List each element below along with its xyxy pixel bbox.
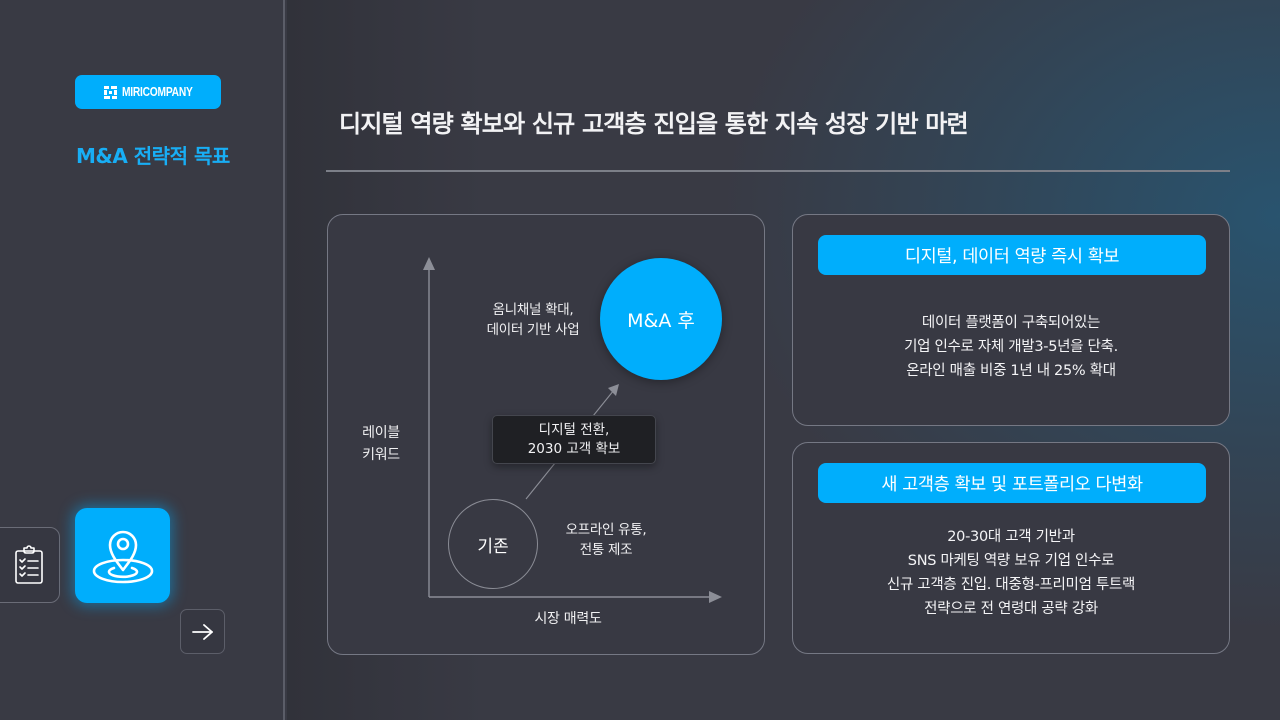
existing-bubble: 기존	[448, 499, 538, 589]
new-customer-card: 새 고객층 확보 및 포트폴리오 다변화 20-30대 고객 기반과 SNS 마…	[792, 442, 1230, 654]
next-slide-button[interactable]	[180, 609, 225, 654]
current-slide-button[interactable]	[75, 508, 170, 603]
card-body-line: 데이터 플랫폼이 구축되어있는	[921, 315, 1101, 331]
digital-capability-card: 디지털, 데이터 역량 즉시 확보 데이터 플랫폼이 구축되어있는 기업 인수로…	[792, 214, 1230, 426]
clipboard-checklist-icon	[15, 545, 43, 584]
arrow-right-icon	[191, 623, 213, 640]
y-axis-label-line: 레이블	[362, 425, 400, 441]
logo-text: MIRICOMPANY	[121, 85, 193, 99]
x-axis-label: 시장 매력도	[534, 611, 602, 627]
card-body: 데이터 플랫폼이 구축되어있는 기업 인수로 자체 개발3-5년을 단축. 온라…	[793, 311, 1229, 383]
positioning-chart-card: 레이블 키워드 시장 매력도 옴니채널 확대, 데이터 기반 사업 M&A 후 …	[327, 214, 765, 655]
after-ma-bubble: M&A 후	[600, 258, 722, 380]
card-body-line: 전략으로 전 연령대 공략 강화	[924, 601, 1098, 617]
after-description: 옴니채널 확대, 데이터 기반 사업	[468, 300, 598, 340]
card-body-line: 20-30대 고객 기반과	[947, 529, 1075, 545]
transition-line: 2030 고객 확보	[527, 440, 621, 457]
y-axis-label-line: 키워드	[362, 447, 400, 463]
page-title: 디지털 역량 확보와 신규 고객층 진입을 통한 지속 성장 기반 마련	[339, 110, 969, 138]
location-pin-icon	[92, 530, 153, 583]
card-body-line: SNS 마케팅 역량 보유 기업 인수로	[907, 553, 1115, 569]
card-body-line: 신규 고객층 진입. 대중형-프리미엄 투트랙	[886, 577, 1136, 593]
card-title: 새 고객층 확보 및 포트폴리오 다변화	[818, 463, 1206, 503]
before-description-line: 전통 제조	[579, 542, 633, 558]
card-title: 디지털, 데이터 역량 즉시 확보	[818, 235, 1206, 275]
company-logo: MIRICOMPANY	[75, 75, 221, 109]
sidebar: MIRICOMPANY M&A 전략적 목표	[0, 0, 285, 720]
transition-label: 디지털 전환, 2030 고객 확보	[492, 415, 656, 464]
card-body-line: 온라인 매출 비중 1년 내 25% 확대	[906, 363, 1116, 379]
after-description-line: 옴니채널 확대,	[492, 302, 574, 318]
before-description-line: 오프라인 유통,	[565, 522, 647, 538]
card-body: 20-30대 고객 기반과 SNS 마케팅 역량 보유 기업 인수로 신규 고객…	[793, 525, 1229, 621]
miricompany-logo-icon	[103, 85, 117, 99]
after-description-line: 데이터 기반 사업	[486, 322, 580, 338]
y-axis-label: 레이블 키워드	[346, 422, 416, 466]
prev-slide-button[interactable]	[0, 527, 60, 603]
before-description: 오프라인 유통, 전통 제조	[546, 520, 666, 560]
chart-axes	[423, 257, 722, 603]
section-title: M&A 전략적 목표	[76, 144, 230, 168]
title-divider	[326, 170, 1230, 172]
card-body-line: 기업 인수로 자체 개발3-5년을 단축.	[904, 339, 1118, 355]
transition-line: 디지털 전환,	[538, 421, 610, 438]
